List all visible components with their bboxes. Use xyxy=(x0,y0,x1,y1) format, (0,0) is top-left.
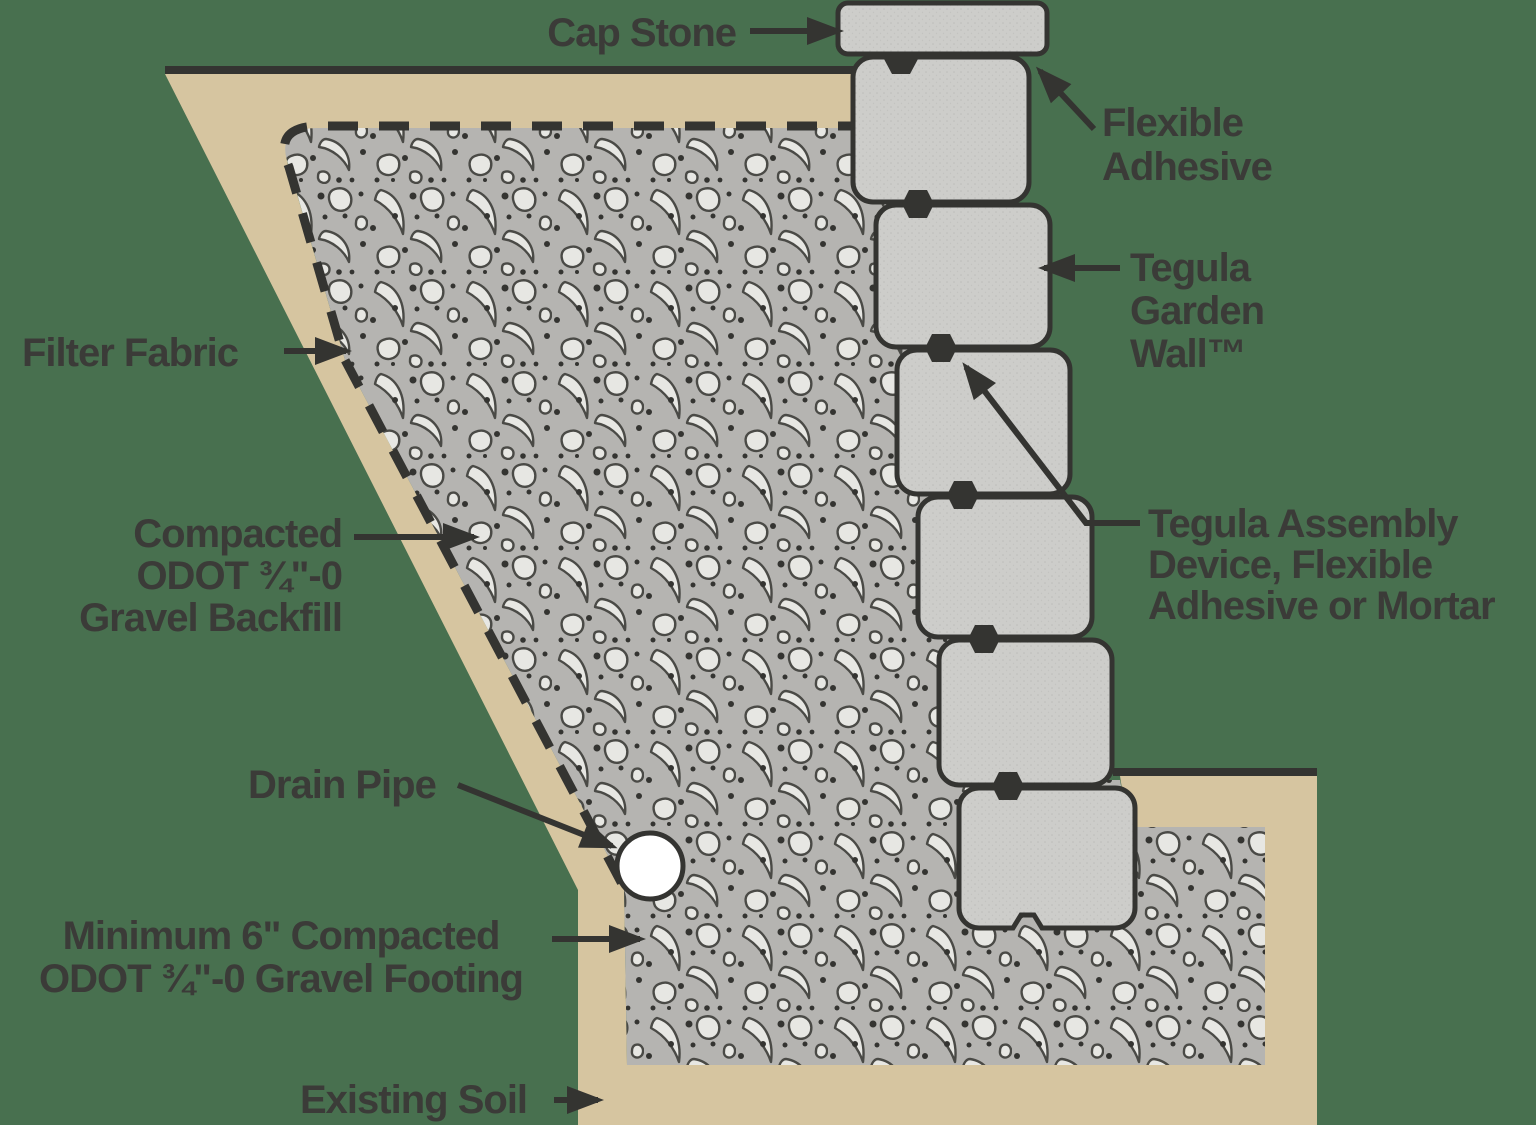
assembly-hexagon-5 xyxy=(992,772,1024,800)
label-garden-wall-line3: Wall™ xyxy=(1130,332,1246,376)
label-flexible-adhesive-line1: Flexible xyxy=(1102,101,1243,145)
soil-top-line-left xyxy=(165,66,865,74)
wall-block-3 xyxy=(894,347,1073,497)
drain-pipe-circle xyxy=(614,830,686,902)
existing-soil-region xyxy=(165,74,1317,1125)
label-backfill-line2: ODOT ¾"-0 xyxy=(136,554,342,598)
label-flexible-adhesive-line2: Adhesive xyxy=(1102,145,1272,189)
wall-block-2 xyxy=(873,202,1053,350)
soil-top-line-right xyxy=(1113,768,1317,776)
block-top-notch xyxy=(884,59,918,74)
assembly-hexagon-1 xyxy=(902,190,934,218)
assembly-hexagon-3 xyxy=(947,481,979,509)
label-filter-fabric: Filter Fabric xyxy=(22,331,239,375)
filter-fabric-dashed-line xyxy=(280,121,868,887)
label-assembly-line1: Tegula Assembly xyxy=(1148,502,1459,546)
drain-pipe-arrow xyxy=(456,782,618,849)
assembly-hexagon-2 xyxy=(925,334,957,362)
assembly-hexagon-4 xyxy=(968,625,1000,653)
label-assembly-line2: Device, Flexible xyxy=(1148,543,1432,587)
label-existing-soil: Existing Soil xyxy=(300,1078,527,1122)
label-cap-stone: Cap Stone xyxy=(547,11,736,55)
wall-block-4 xyxy=(915,494,1095,640)
label-backfill-line1: Compacted xyxy=(133,512,342,556)
label-garden-wall-line2: Garden xyxy=(1130,289,1264,333)
label-footing-line1: Minimum 6" Compacted xyxy=(63,914,500,958)
label-assembly-line3: Adhesive or Mortar xyxy=(1148,584,1495,628)
wall-block-6 xyxy=(956,785,1138,931)
wall-block-5 xyxy=(936,637,1115,788)
cap-stone-block xyxy=(835,0,1050,57)
label-garden-wall-line1: Tegula xyxy=(1130,246,1252,290)
label-drain-pipe: Drain Pipe xyxy=(248,763,436,807)
assembly-device-arrow xyxy=(962,362,1140,526)
wall-block-1 xyxy=(850,54,1032,205)
flexible-adhesive-arrow xyxy=(1035,66,1097,132)
label-backfill-line3: Gravel Backfill xyxy=(79,596,342,640)
label-footing-line2: ODOT ¾"-0 Gravel Footing xyxy=(39,957,523,1001)
